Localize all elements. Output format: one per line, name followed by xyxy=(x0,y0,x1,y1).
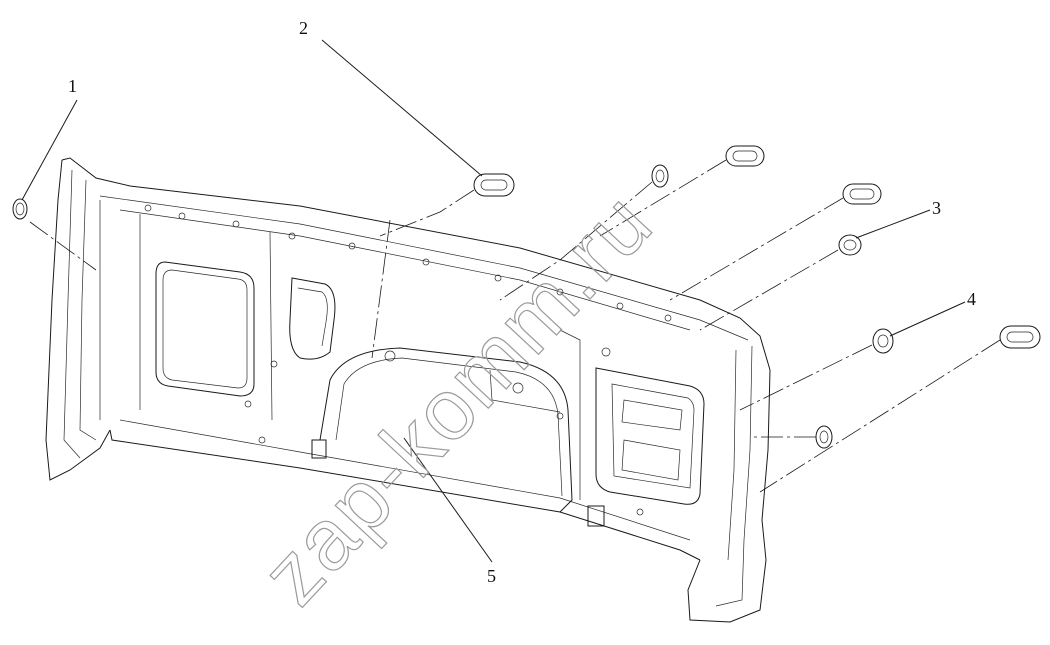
callout-5: 5 xyxy=(487,566,496,586)
latch-left xyxy=(311,439,327,459)
oval-plug-d xyxy=(999,325,1041,349)
round-plug-3 xyxy=(838,234,862,256)
plugs xyxy=(12,145,1041,449)
round-plug-1 xyxy=(12,198,28,220)
leader-lines xyxy=(21,39,966,563)
round-plug-a xyxy=(651,164,669,188)
fastener-holes xyxy=(144,204,672,516)
round-plug-e xyxy=(815,425,833,449)
latch-right xyxy=(587,505,605,527)
oval-plug-b xyxy=(725,145,765,167)
callout-1: 1 xyxy=(68,76,77,96)
watermark-text: zap-komm.ru xyxy=(244,174,671,623)
callout-2: 2 xyxy=(299,18,308,38)
round-plug-4 xyxy=(872,328,894,354)
callout-4: 4 xyxy=(967,289,976,309)
oval-plug-2 xyxy=(473,173,515,197)
callout-3: 3 xyxy=(932,198,941,218)
center-lines xyxy=(29,159,1001,493)
oval-plug-c xyxy=(842,183,882,205)
rear-panel xyxy=(45,157,771,623)
